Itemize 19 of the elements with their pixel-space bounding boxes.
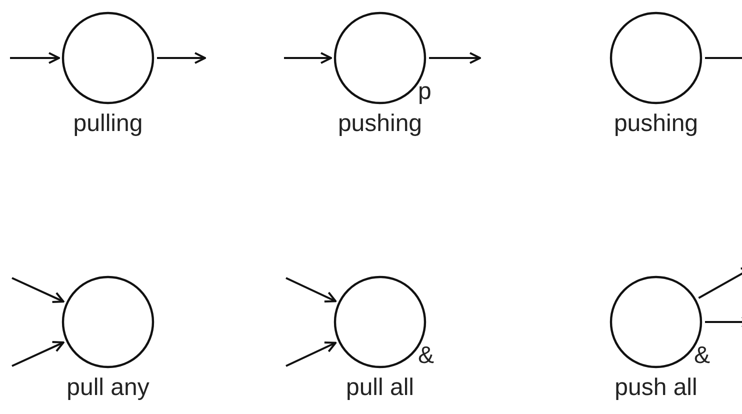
node-caption: pull all — [344, 376, 416, 400]
arrow — [157, 52, 206, 64]
arrow — [286, 277, 337, 303]
node-caption: pushing — [612, 112, 700, 136]
arrow — [698, 267, 742, 299]
arrow — [286, 341, 337, 367]
arrow — [429, 52, 481, 64]
arrow — [705, 316, 742, 328]
port-mark: & — [418, 344, 434, 368]
arrow — [284, 52, 332, 64]
node-caption: push all — [614, 376, 698, 400]
port-mark: p — [418, 80, 432, 104]
node-caption: pull any — [66, 376, 150, 400]
arrow — [10, 52, 60, 64]
node-caption: pulling — [72, 112, 144, 136]
arrow — [12, 277, 64, 303]
arrow — [12, 341, 64, 367]
port-mark: & — [694, 344, 710, 368]
node-caption: pushing — [336, 112, 424, 136]
